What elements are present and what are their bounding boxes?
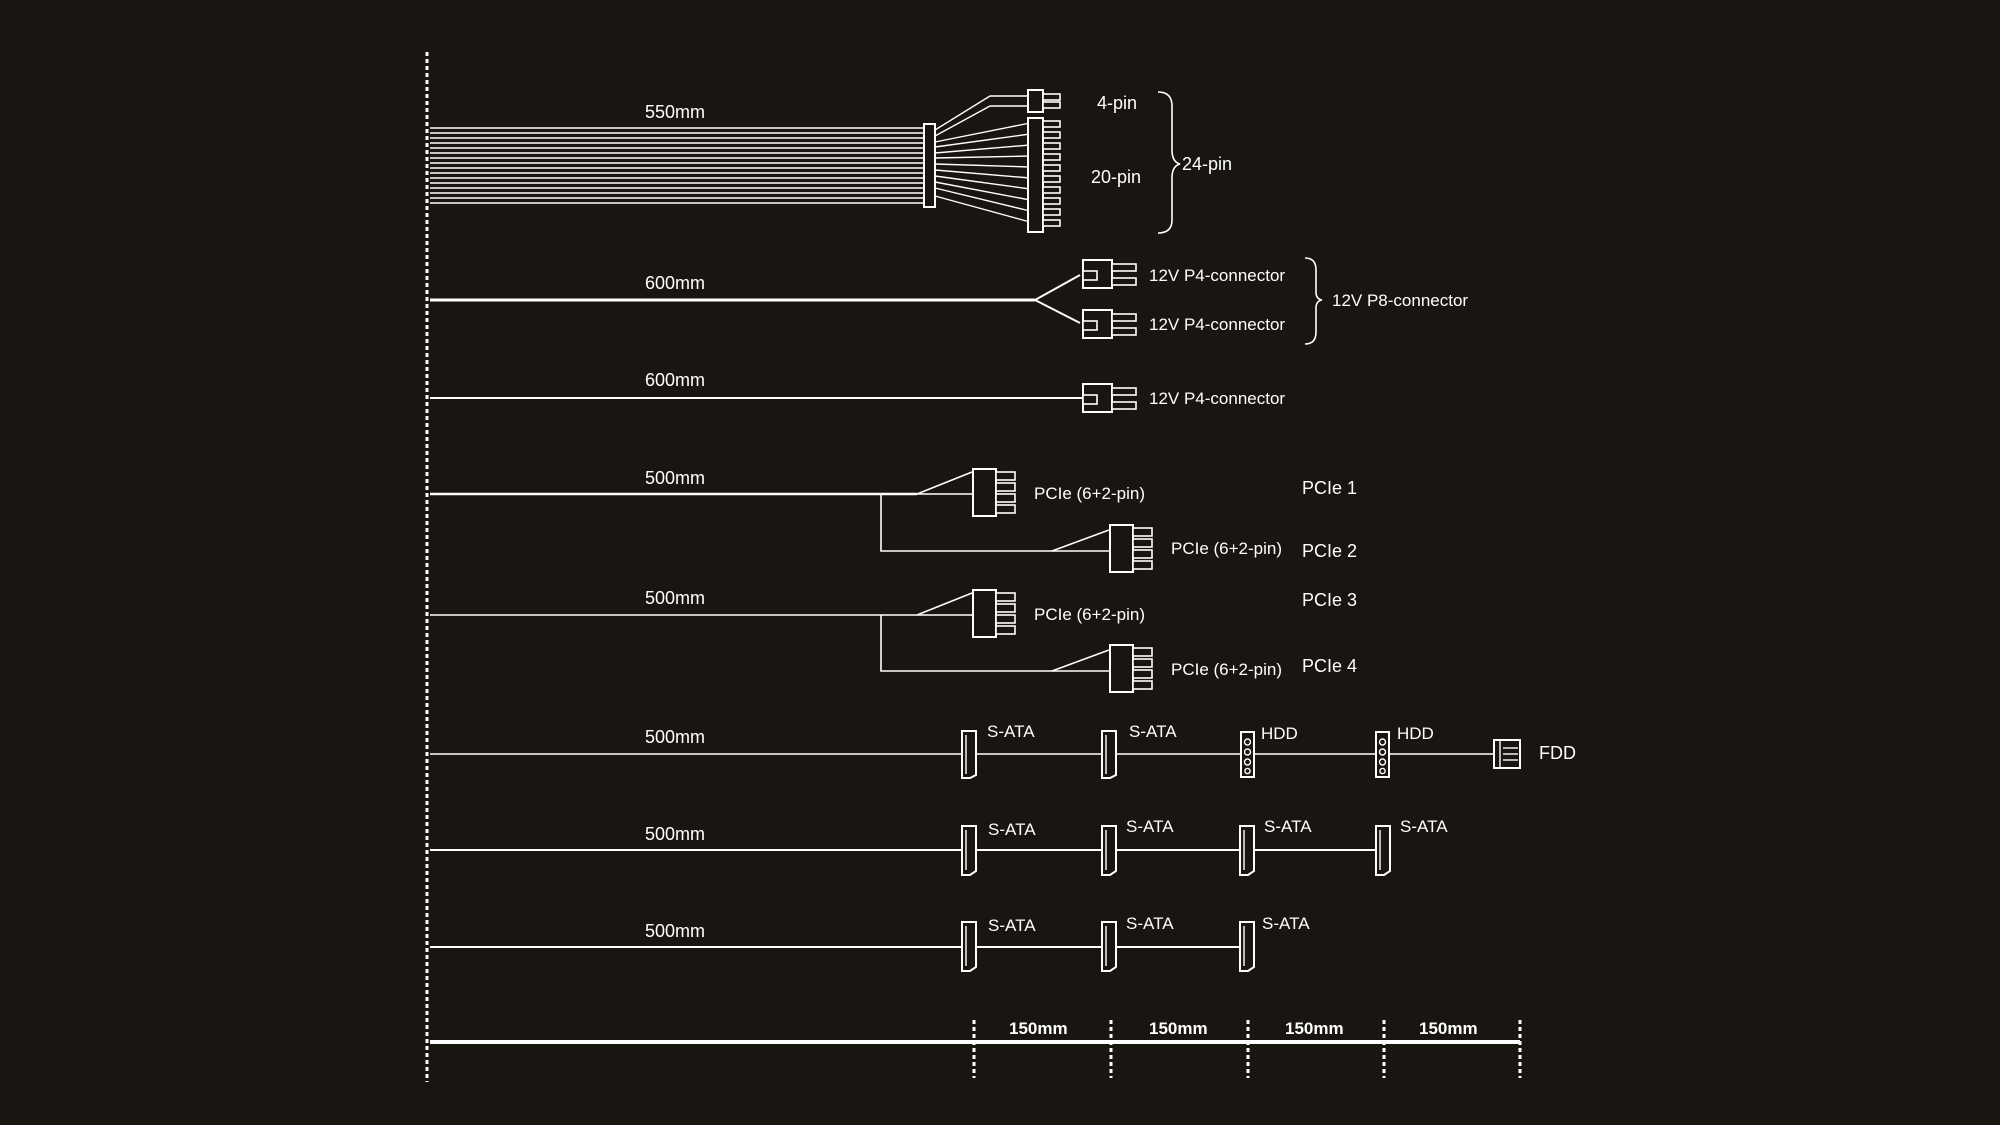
pcie-connector-icon <box>1109 524 1153 573</box>
pcie-tag-4: PCIe 4 <box>1302 656 1357 676</box>
pcie-connector-icon <box>972 589 1016 638</box>
cpu-p8-cable: 600mm 12V P4-connector 12V P4-connector … <box>430 257 1468 345</box>
molex-hdd-connector-icon <box>1375 731 1390 778</box>
pcie-connector-icon <box>972 468 1016 517</box>
p8-connector-label: 12V P8-connector <box>1332 291 1468 310</box>
sata-connector-icon <box>961 825 977 876</box>
scale-segment-label: 150mm <box>1149 1019 1208 1038</box>
pcie-connector-label: PCIe (6+2-pin) <box>1171 660 1282 679</box>
sata-label: S-ATA <box>1264 817 1312 836</box>
pcie-b-length-label: 500mm <box>645 588 705 608</box>
pcie-cable-a: 500mm PCIe (6+2-pin) PCIe (6+2-pin) PCIe… <box>430 468 1357 573</box>
sata-label: S-ATA <box>1126 817 1174 836</box>
sata-cable-3: 500mm S-ATA S-ATA S-ATA <box>430 914 1310 972</box>
atx-4pin-label: 4-pin <box>1097 93 1137 113</box>
cpu-p8-length-label: 600mm <box>645 273 705 293</box>
pcie-cable-b: 500mm PCIe (6+2-pin) PCIe (6+2-pin) PCIe… <box>430 588 1357 693</box>
sata-connector-icon <box>1239 825 1255 876</box>
pcie-connector-icon <box>1109 644 1153 693</box>
atx-fan-out-wires <box>934 95 1031 223</box>
sata-label: S-ATA <box>1262 914 1310 933</box>
pcie-a-length-label: 500mm <box>645 468 705 488</box>
p4-connector-icon <box>1082 309 1137 339</box>
hdd-label: HDD <box>1261 724 1298 743</box>
sata-label: S-ATA <box>1126 914 1174 933</box>
scale-segment-label: 150mm <box>1285 1019 1344 1038</box>
pcie-tag-3: PCIe 3 <box>1302 590 1357 610</box>
fdd-label: FDD <box>1539 743 1576 763</box>
sata-cable-4: 500mm S-ATA S-ATA S-ATA S-ATA <box>430 817 1448 876</box>
scale-segment-label: 150mm <box>1419 1019 1478 1038</box>
peripheral-length-label: 500mm <box>645 727 705 747</box>
pcie-tag-2: PCIe 2 <box>1302 541 1357 561</box>
sata-label: S-ATA <box>1129 722 1177 741</box>
sata4-length-label: 500mm <box>645 824 705 844</box>
sata-connector-icon <box>961 730 977 779</box>
sata-label: S-ATA <box>988 916 1036 935</box>
atx-sleeve-clamp <box>923 123 936 208</box>
sata-connector-icon <box>1239 921 1255 972</box>
cpu-p4-length-label: 600mm <box>645 370 705 390</box>
sata-label: S-ATA <box>987 722 1035 741</box>
fdd-connector-icon <box>1493 739 1521 769</box>
p4-connector-label: 12V P4-connector <box>1149 389 1285 408</box>
p4-connector-icon <box>1082 383 1137 413</box>
scale-bar: 150mm 150mm 150mm 150mm <box>430 1019 1522 1078</box>
cpu-p8-brace <box>1304 257 1323 345</box>
atx-20pin-label: 20-pin <box>1091 167 1141 187</box>
sata-connector-icon <box>1375 825 1391 876</box>
p4-connector-label-bottom: 12V P4-connector <box>1149 315 1285 334</box>
sata-label: S-ATA <box>1400 817 1448 836</box>
atx-24pin-brace <box>1157 91 1181 234</box>
scale-segment-label: 150mm <box>1009 1019 1068 1038</box>
atx-wire-bundle <box>430 127 925 204</box>
sata3-length-label: 500mm <box>645 921 705 941</box>
sata-connector-icon <box>1101 921 1117 972</box>
atx-cable: 550mm 4-pin 20-pin 24-pin <box>430 89 1232 234</box>
pcie-tag-1: PCIe 1 <box>1302 478 1357 498</box>
sata-connector-icon <box>1101 825 1117 876</box>
p4-connector-label-top: 12V P4-connector <box>1149 266 1285 285</box>
sata-connector-icon <box>961 921 977 972</box>
cpu-p4-cable: 600mm 12V P4-connector <box>430 370 1285 413</box>
sata-connector-icon <box>1101 730 1117 779</box>
pcie-connector-label: PCIe (6+2-pin) <box>1034 605 1145 624</box>
sata-label: S-ATA <box>988 820 1036 839</box>
atx-20pin-connector-icon <box>1027 117 1061 233</box>
atx-24pin-label: 24-pin <box>1182 154 1232 174</box>
atx-4pin-connector-icon <box>990 89 1061 113</box>
pcie-connector-label: PCIe (6+2-pin) <box>1171 539 1282 558</box>
atx-length-label: 550mm <box>645 102 705 122</box>
peripheral-cable: 500mm S-ATA S-ATA HDD HDD FDD <box>430 722 1576 779</box>
molex-hdd-connector-icon <box>1240 731 1255 778</box>
pcie-connector-label: PCIe (6+2-pin) <box>1034 484 1145 503</box>
p4-connector-icon <box>1082 259 1137 289</box>
hdd-label: HDD <box>1397 724 1434 743</box>
